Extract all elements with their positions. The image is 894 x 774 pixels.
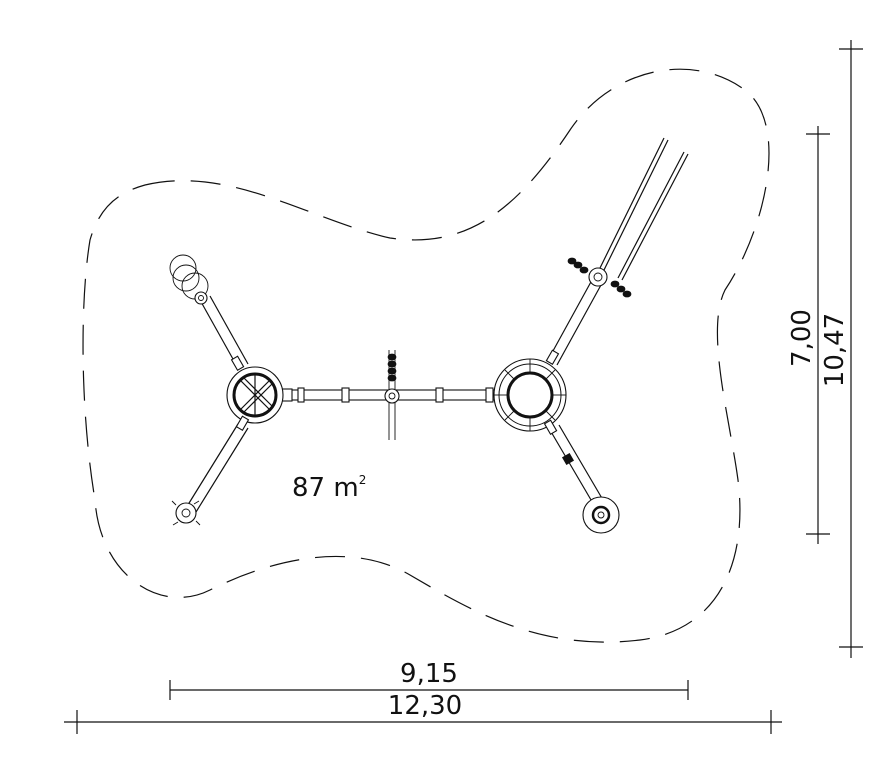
dimension-height-inner-label: 7,00	[787, 309, 817, 367]
pipe-joint	[435, 387, 444, 403]
left-lower-arm	[185, 415, 250, 513]
right-ladder-rails	[599, 137, 689, 281]
safety-zone-outline	[82, 68, 770, 643]
area-label: 87 m2	[292, 473, 366, 503]
center-post	[384, 388, 400, 404]
left-lower-foot	[171, 500, 201, 526]
pipe-joint	[485, 387, 494, 403]
right-chain	[567, 257, 632, 298]
pipe-joint	[341, 387, 350, 403]
center-chain	[387, 353, 397, 382]
dimension-width-inner: 9,15	[169, 659, 689, 700]
left-hub	[226, 366, 284, 424]
right-lower-disc	[582, 496, 620, 534]
left-upper-arm	[199, 295, 249, 371]
center-post-core	[388, 392, 396, 400]
right-hub	[493, 358, 567, 432]
dimension-height-outer: 10,47	[820, 40, 863, 658]
right-lower-arm	[543, 419, 604, 506]
dimension-height-inner: 7,00	[787, 126, 830, 544]
left-spring-rings	[169, 254, 209, 305]
dimension-width-outer-label: 12,30	[388, 691, 462, 721]
dimension-height-outer-label: 10,47	[820, 313, 850, 387]
play-structure	[169, 137, 689, 534]
right-upper-arm	[545, 279, 602, 366]
pipe-joint	[297, 387, 305, 403]
dimension-width-inner-label: 9,15	[400, 659, 458, 689]
right-upper-node	[567, 257, 632, 298]
dimension-width-outer: 12,30	[64, 691, 782, 734]
